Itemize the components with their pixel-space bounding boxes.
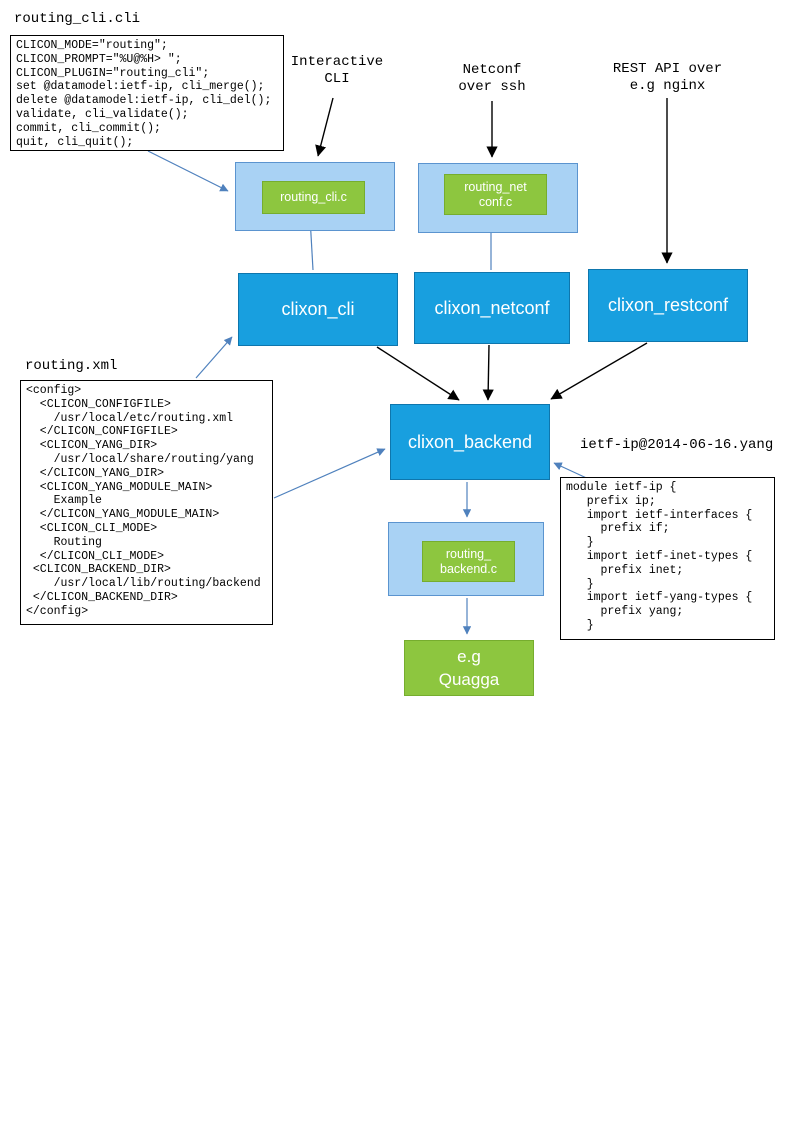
clixon-restconf-node: clixon_restconf bbox=[588, 269, 748, 342]
netconf-over-ssh-label: Netconf over ssh bbox=[458, 62, 526, 95]
arrow-clixon-netconf-to-backend bbox=[482, 344, 494, 401]
interactive-cli-label: Interactive CLI bbox=[290, 54, 384, 87]
yang-code-box: module ietf-ip { prefix ip; import ietf-… bbox=[560, 477, 775, 640]
routing-xml-code-box: <config> <CLICON_CONFIGFILE> /usr/local/… bbox=[20, 380, 273, 625]
routing-cli-plugin-container: routing_cli.c bbox=[235, 162, 395, 231]
clixon-cli-node: clixon_cli bbox=[238, 273, 398, 346]
routing-cli-c-node: routing_cli.c bbox=[262, 181, 365, 214]
clixon-netconf-node: clixon_netconf bbox=[414, 272, 570, 344]
routing-netconf-c-node: routing_net conf.c bbox=[444, 174, 547, 215]
arrow-routing-xml-to-clixon-cli bbox=[195, 336, 233, 379]
arrow-routing-xml-to-backend bbox=[273, 448, 386, 499]
routing-backend-plugin-container: routing_ backend.c bbox=[388, 522, 544, 596]
arrow-cli-spec-to-routing-cli-c bbox=[147, 150, 229, 192]
routing-cli-file-label: routing_cli.cli bbox=[14, 11, 141, 27]
yang-file-label: ietf-ip@2014-06-16.yang bbox=[580, 437, 774, 453]
arrow-interactive-cli-to-routing-cli-c bbox=[315, 97, 334, 157]
routing-cli-code-box: CLICON_MODE="routing"; CLICON_PROMPT="%U… bbox=[10, 35, 284, 151]
routing-backend-c-node: routing_ backend.c bbox=[422, 541, 515, 582]
rest-api-label: REST API over e.g nginx bbox=[612, 61, 723, 94]
clixon-backend-node: clixon_backend bbox=[390, 404, 550, 480]
arrow-clixon-cli-to-backend bbox=[376, 346, 460, 401]
routing-netconf-plugin-container: routing_net conf.c bbox=[418, 163, 578, 233]
arrow-clixon-restconf-to-backend bbox=[550, 342, 648, 400]
routing-xml-file-label: routing.xml bbox=[25, 358, 118, 374]
quagga-node: e.g Quagga bbox=[404, 640, 534, 696]
